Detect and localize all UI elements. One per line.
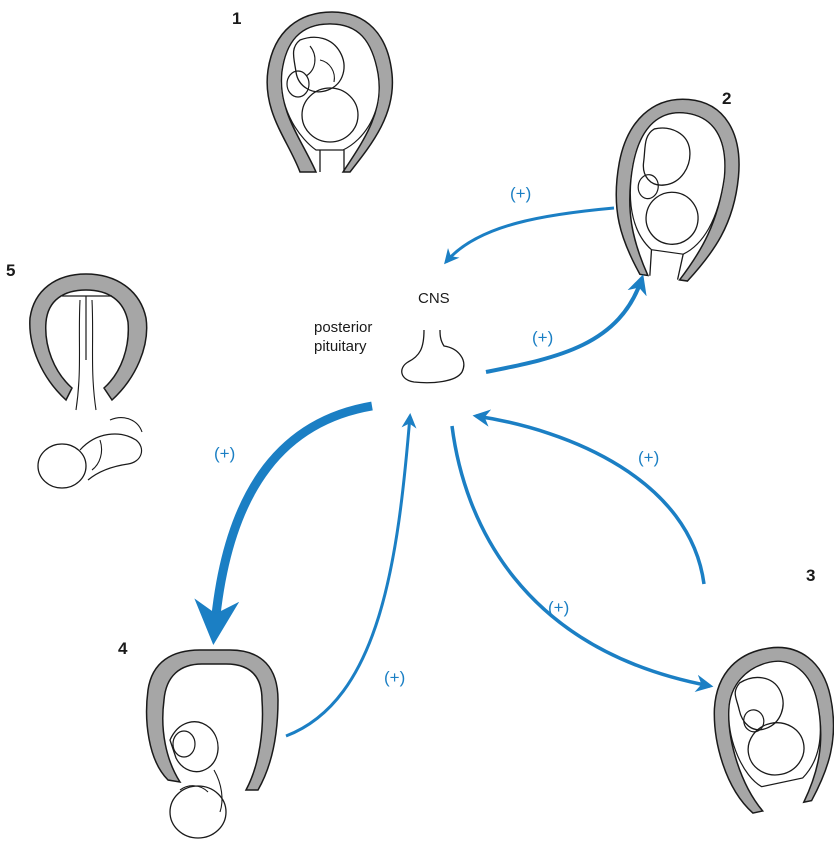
posterior-label: posterior — [314, 319, 372, 336]
plus-sign-cns-to-stage3: (+) — [548, 598, 569, 617]
cns-label: CNS — [418, 290, 450, 307]
arrow-cns-to-stage3 — [450, 425, 714, 692]
stage-2-label: 2 — [722, 89, 731, 108]
plus-sign-stage3-to-cns: (+) — [638, 448, 659, 467]
stage-1-uterus-illustration — [266, 11, 394, 173]
stage-3-uterus-illustration — [713, 646, 834, 814]
stage-5-label: 5 — [6, 261, 15, 280]
stage-3-label: 3 — [806, 566, 815, 585]
arrow-stage2-to-cns — [444, 206, 615, 265]
stage-5-uterus-illustration — [29, 273, 148, 489]
arrow-stage4-to-cns — [285, 413, 417, 738]
plus-sign-cns-to-stage4: (+) — [214, 444, 235, 463]
plus-sign-stage4-to-cns: (+) — [384, 668, 405, 687]
plus-sign-stage2-to-cns: (+) — [510, 184, 531, 203]
stage-4-uterus-illustration — [145, 649, 279, 839]
arrow-cns-to-stage2 — [485, 274, 647, 374]
stage-2-uterus-illustration — [615, 98, 740, 282]
arrow-stage3-to-cns — [472, 409, 706, 585]
pituitary-outline — [401, 329, 465, 384]
arrow-cns-to-stage4 — [194, 401, 373, 645]
pituitary-label: pituitary — [314, 338, 367, 355]
stage-4-label: 4 — [118, 639, 128, 658]
plus-sign-cns-to-stage2: (+) — [532, 328, 553, 347]
stage-1-label: 1 — [232, 9, 241, 28]
